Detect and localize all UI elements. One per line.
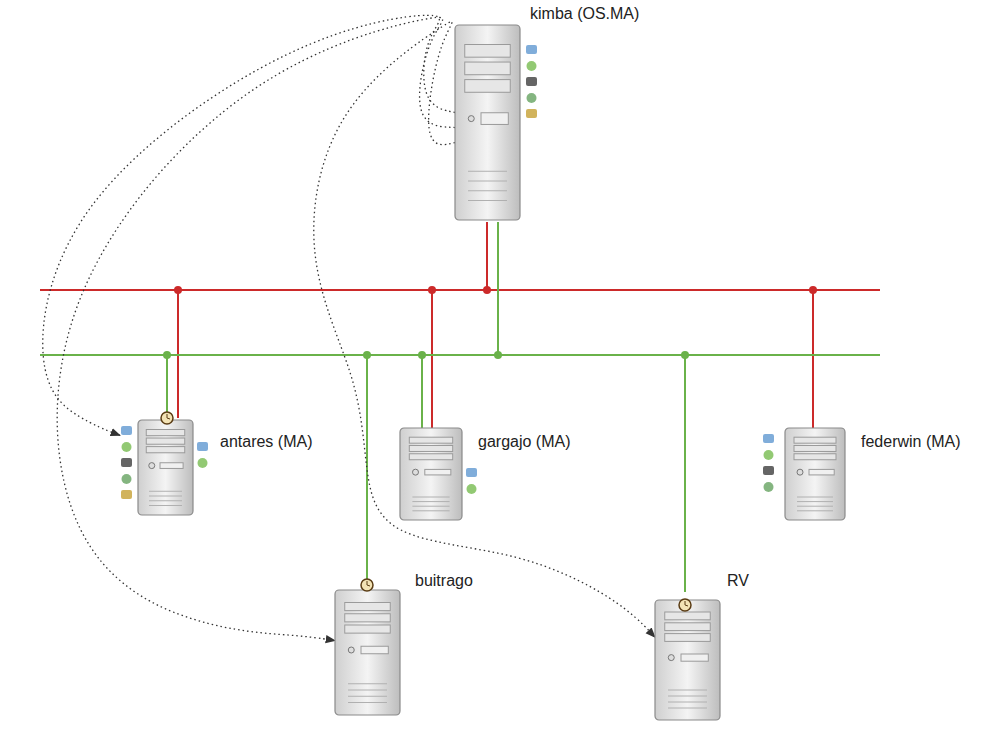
sync-arrow	[314, 22, 655, 638]
server-icon	[400, 428, 462, 520]
server-icon	[455, 25, 520, 220]
server-node: antares (MA)	[120, 413, 315, 515]
server-name: RV	[727, 572, 749, 590]
server-node: kimba (OS.MA)	[455, 5, 642, 220]
service-emblems	[197, 442, 208, 468]
service-emblems	[526, 45, 537, 118]
server-name: antares (MA)	[220, 433, 312, 451]
server-name: kimba (OS.MA)	[530, 5, 639, 23]
red-bus	[40, 222, 880, 428]
clock-symbol	[161, 412, 173, 424]
server-icon	[785, 428, 845, 520]
server-node: RV	[655, 572, 751, 720]
service-emblems	[121, 426, 132, 499]
server-name: buitrago	[415, 572, 473, 590]
server-node: gargajo (MA)	[400, 423, 573, 520]
server-icon	[335, 590, 400, 715]
server-illustration	[120, 413, 223, 519]
server-name: federwin (MA)	[861, 433, 961, 451]
server-illustration	[455, 5, 550, 224]
sync-arrow	[57, 17, 455, 640]
sync-arrow	[43, 15, 455, 435]
server-illustration	[655, 572, 750, 724]
server-name: gargajo (MA)	[478, 433, 570, 451]
server-icon	[138, 420, 193, 515]
server-icon	[655, 600, 720, 720]
green-junctions	[163, 351, 689, 359]
server-node: buitrago	[335, 572, 475, 715]
server-node: federwin (MA)	[785, 423, 963, 520]
green-bus	[40, 222, 880, 592]
server-illustration	[335, 572, 430, 719]
service-emblems	[763, 434, 774, 492]
clock-symbol	[361, 579, 373, 591]
clock-symbol	[679, 599, 691, 611]
red-junctions	[174, 286, 817, 294]
service-emblems	[466, 468, 477, 494]
